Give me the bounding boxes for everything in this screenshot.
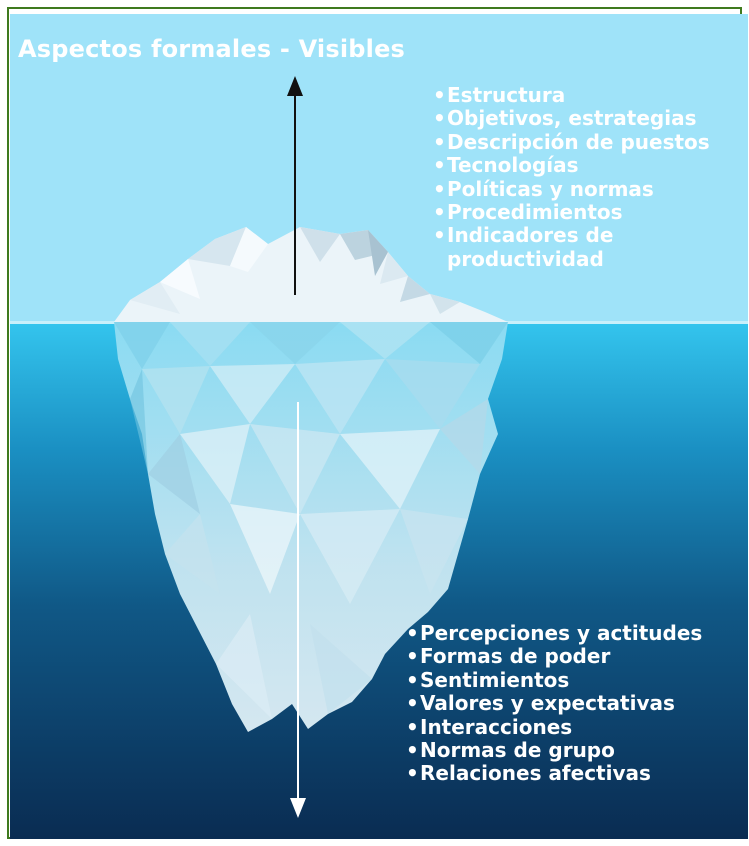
- visible-item: Políticas y normas: [433, 177, 710, 202]
- visible-item: Indicadores de productividad: [433, 224, 647, 271]
- down-arrow: [290, 402, 306, 818]
- hidden-item: Normas de grupo: [406, 738, 702, 763]
- hidden-item: Sentimientos: [406, 668, 702, 693]
- hidden-item: Valores y expectativas: [406, 691, 702, 716]
- hidden-item: Relaciones afectivas: [406, 762, 702, 787]
- up-arrow: [287, 76, 303, 295]
- hidden-item: Formas de poder: [406, 644, 702, 669]
- visible-item: Descripción de puestos: [433, 130, 710, 155]
- hidden-aspects-list: Percepciones y actitudes Formas de poder…: [406, 621, 702, 787]
- visible-aspects-list: Estructura Objetivos, estrategias Descri…: [433, 83, 710, 271]
- iceberg-body: [114, 322, 508, 732]
- visible-item: Estructura: [433, 83, 710, 108]
- visible-item: Objetivos, estrategias: [433, 106, 710, 131]
- hidden-item: Percepciones y actitudes: [406, 621, 702, 646]
- hidden-item: Interacciones: [406, 715, 702, 740]
- iceberg-scene: Aspectos formales - Visibles Estructura …: [10, 14, 748, 839]
- iceberg-tip: [114, 227, 508, 322]
- visible-item: Procedimientos: [433, 200, 710, 225]
- visible-item: Tecnologías: [433, 153, 710, 178]
- visible-aspects-title: Aspectos formales - Visibles: [18, 35, 406, 63]
